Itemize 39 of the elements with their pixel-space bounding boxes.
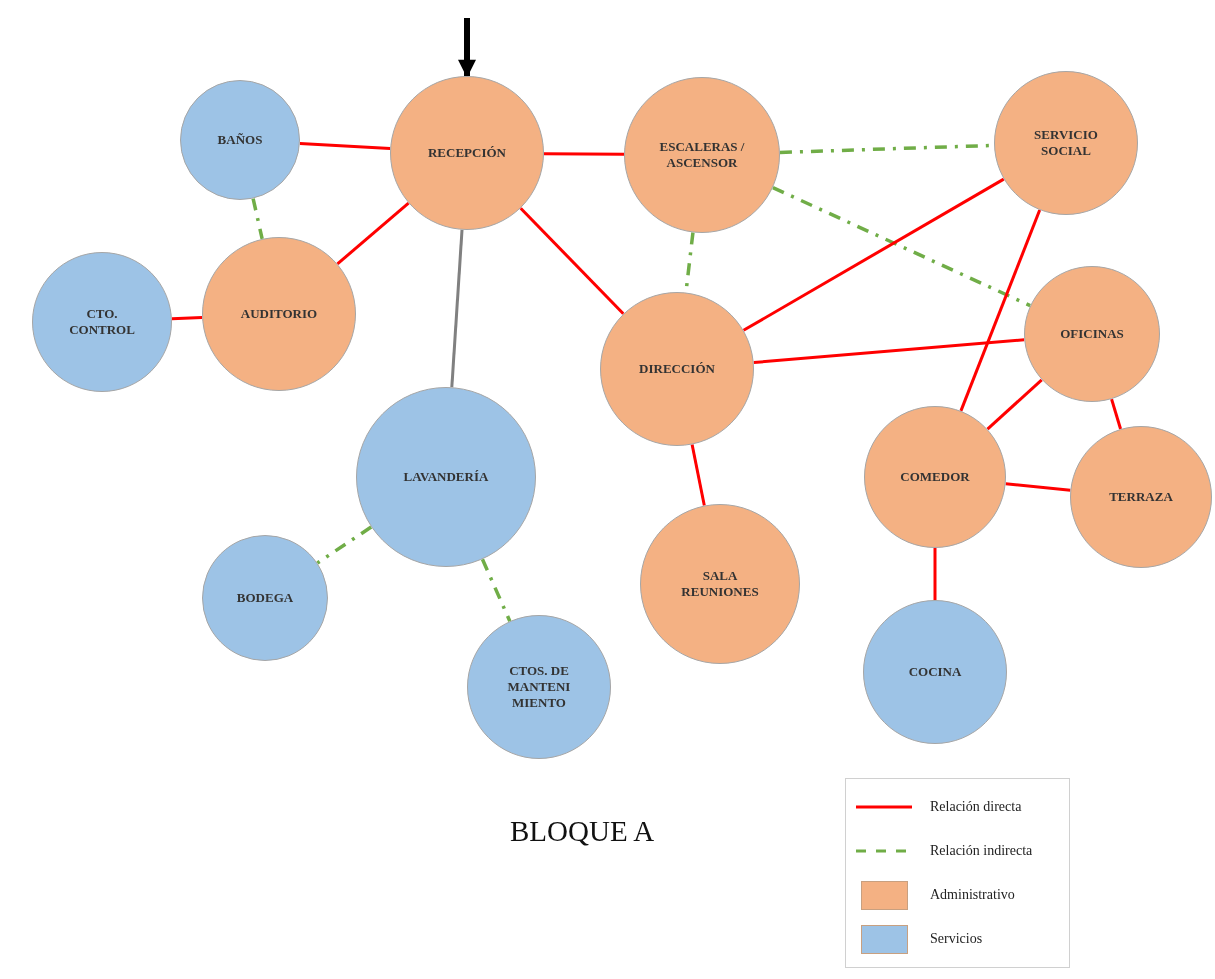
connector-line [772, 185, 1031, 308]
room-label: LAVANDERÍA [403, 468, 489, 486]
connector-line [742, 177, 1005, 332]
connector-line [519, 207, 625, 315]
room-label: SALA REUNIONES [680, 567, 760, 601]
connector-line [171, 316, 203, 321]
legend-label: Relación directa [930, 799, 1022, 815]
room-label: BODEGA [236, 589, 294, 607]
connector-line [1005, 482, 1071, 492]
connector-line [336, 201, 410, 266]
block-title: BLOQUE A [510, 815, 655, 848]
connector-line [251, 198, 264, 240]
connector-line [450, 229, 464, 388]
connector-line [316, 525, 373, 565]
legend-label: Administrativo [930, 887, 1015, 903]
connector-line [933, 548, 937, 600]
room-label: BAÑOS [217, 131, 263, 149]
connector-line [299, 141, 391, 151]
arrow [458, 18, 476, 78]
room-label: SERVICIO SOCIAL [1033, 126, 1099, 160]
connector-line [480, 558, 512, 622]
connector-line [959, 209, 1042, 412]
room-label: COCINA [908, 663, 962, 681]
connector-line [1110, 398, 1122, 430]
room-label: RECEPCIÓN [428, 144, 506, 162]
room-label: ESCALERAS / ASCENSOR [659, 138, 745, 172]
room-label: COMEDOR [900, 468, 970, 486]
legend-label: Servicios [930, 931, 983, 947]
connector-line [986, 378, 1043, 431]
connector-line [690, 444, 706, 506]
room-label: CTOS. DE MANTENI MIENTO [506, 662, 572, 712]
room-label: TERRAZA [1109, 488, 1173, 506]
connector-line [544, 152, 624, 156]
room-label: DIRECCIÓN [639, 360, 715, 378]
legend-label: Relación indirecta [930, 843, 1033, 859]
room-label: AUDITORIO [240, 305, 318, 323]
room-label: OFICINAS [1060, 325, 1124, 343]
connector-line [753, 338, 1025, 365]
room-label: CTO. CONTROL [68, 305, 136, 339]
